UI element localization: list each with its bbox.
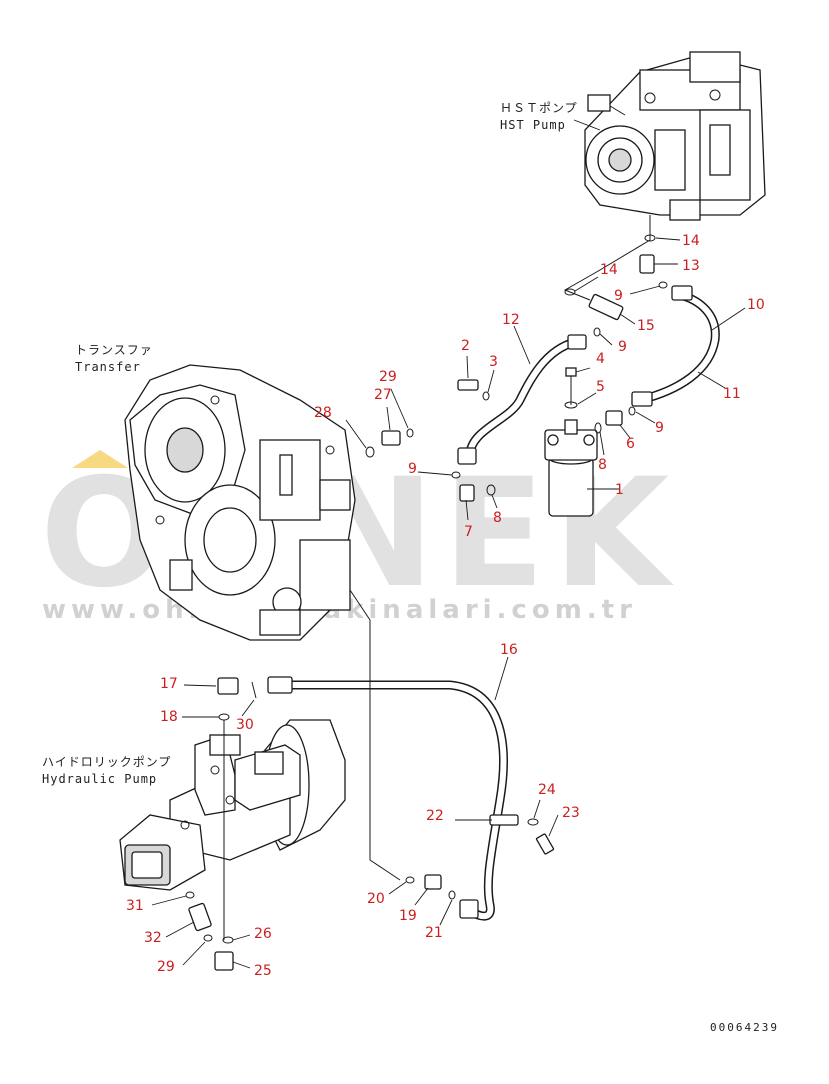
callout-9a: 9 (408, 461, 417, 477)
callout-8a: 8 (493, 510, 502, 526)
callout-2: 2 (461, 338, 470, 354)
callout-14a: 14 (682, 233, 700, 249)
callout-1: 1 (615, 482, 624, 498)
callout-22: 22 (426, 808, 444, 824)
callout-18: 18 (160, 709, 178, 725)
callout-20: 20 (367, 891, 385, 907)
callout-13: 13 (682, 258, 700, 274)
callout-28: 28 (314, 405, 332, 421)
hst-pump-label-en: HST Pump (500, 118, 566, 132)
hydraulic-pump-label-en: Hydraulic Pump (42, 772, 157, 786)
callout-32: 32 (144, 930, 162, 946)
hst-pump (584, 51, 766, 221)
callout-10: 10 (747, 297, 765, 313)
transfer-label-en: Transfer (75, 360, 141, 374)
callout-7: 7 (464, 524, 473, 540)
callout-23: 23 (562, 805, 580, 821)
hst-pump-label-jp: ＨＳＴポンプ (500, 101, 578, 115)
callout-25: 25 (254, 963, 272, 979)
transfer-case (124, 364, 356, 641)
transfer-label-jp: トランスファ (75, 343, 153, 357)
callout-31: 31 (126, 898, 144, 914)
fittings (185, 234, 668, 971)
callout-4: 4 (596, 351, 605, 367)
callout-14b: 14 (600, 262, 618, 278)
line-filter (544, 419, 598, 517)
callout-12: 12 (502, 312, 520, 328)
callout-29b: 29 (157, 959, 175, 975)
leader-lines (151, 119, 746, 969)
callout-19: 19 (399, 908, 417, 924)
hydraulic-pump-label-jp: ハイドロリックポンプ (42, 755, 171, 769)
callout-9b: 9 (618, 339, 627, 355)
callout-5: 5 (596, 379, 605, 395)
callout-8b: 8 (598, 457, 607, 473)
callout-21: 21 (425, 925, 443, 941)
callouts: 1 2 3 4 5 6 7 8 8 9 9 9 9 10 11 12 13 14… (126, 233, 765, 979)
callout-9c: 9 (655, 420, 664, 436)
callout-24: 24 (538, 782, 556, 798)
callout-11: 11 (723, 386, 741, 402)
watermark-accent-shape (72, 450, 128, 468)
callout-6: 6 (626, 436, 635, 452)
callout-16: 16 (500, 642, 518, 658)
callout-9d: 9 (614, 288, 623, 304)
document-number: 00064239 (710, 1021, 779, 1034)
callout-17: 17 (160, 676, 178, 692)
callout-30: 30 (236, 717, 254, 733)
hydraulic-pump (119, 719, 346, 891)
callout-27: 27 (374, 387, 392, 403)
callout-3: 3 (489, 354, 498, 370)
callout-26: 26 (254, 926, 272, 942)
callout-29a: 29 (379, 369, 397, 385)
callout-15: 15 (637, 318, 655, 334)
connection-lines (223, 215, 651, 940)
